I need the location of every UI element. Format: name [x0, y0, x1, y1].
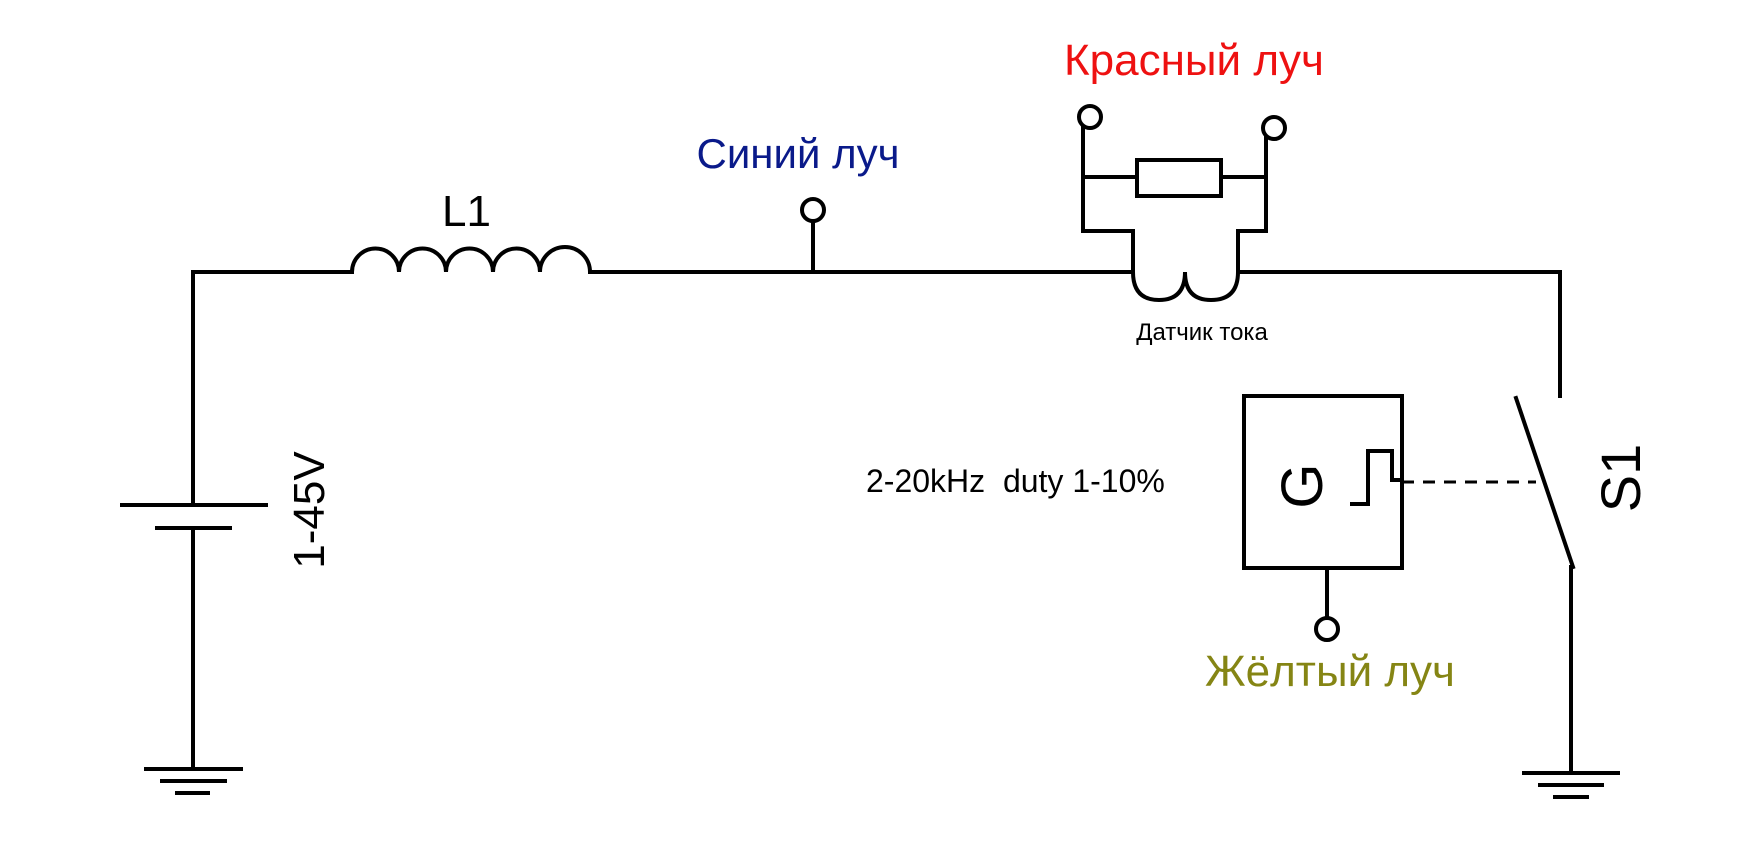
inductor-l1 [349, 245, 593, 275]
red-probe-terminals [1077, 104, 1287, 141]
battery-voltage-label: 1-45V [285, 451, 334, 569]
current-sensor-label: Датчик тока [1136, 319, 1268, 346]
ground-symbol-left [144, 767, 243, 795]
battery [120, 503, 268, 771]
inductor-label: L1 [442, 187, 491, 236]
red-probe-label: Красный луч [1064, 36, 1324, 85]
switch-label: S1 [1589, 444, 1652, 513]
generator-symbol: G [1270, 463, 1335, 508]
yellow-probe-label: Жёлтый луч [1205, 647, 1455, 696]
blue-probe-terminal [800, 197, 826, 274]
main-wire [191, 270, 1562, 505]
ground-symbol-right [1522, 771, 1620, 799]
generator-box [1242, 394, 1404, 642]
switch-s1 [1513, 395, 1576, 775]
generator-spec-label: 2-20kHz duty 1-10% [866, 463, 1165, 499]
current-sensor [1081, 114, 1268, 303]
blue-probe-label: Синий луч [697, 130, 900, 177]
